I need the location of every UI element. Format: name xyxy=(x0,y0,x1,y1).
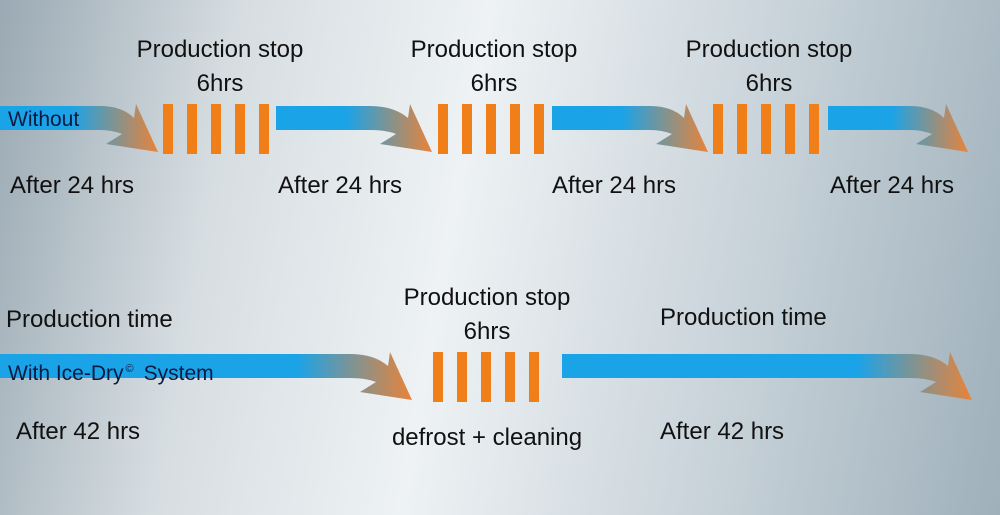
flow-arrow-with-1 xyxy=(0,352,412,400)
stop-duration-1: 6hrs xyxy=(196,70,244,97)
stop-duration-with: 6hrs xyxy=(463,318,511,345)
flow-arrow-without-3 xyxy=(552,104,708,152)
stop-title-3: Production stop xyxy=(685,36,853,63)
interval-label-4: After 24 hrs xyxy=(830,172,955,199)
stop-title-with: Production stop xyxy=(403,284,571,311)
row-title-with: With Ice-Dry© System xyxy=(8,357,214,386)
copyright-mark: © xyxy=(125,363,134,375)
interval-label-with-2: After 42 hrs xyxy=(660,418,785,445)
flow-arrow-without-2 xyxy=(276,104,432,152)
interval-label-2: After 24 hrs xyxy=(278,172,403,199)
production-time-label-1: Production time xyxy=(6,306,173,333)
stop-title-1: Production stop xyxy=(136,36,304,63)
stop-note-with: defrost + cleaning xyxy=(391,424,583,451)
stop-duration-2: 6hrs xyxy=(470,70,518,97)
flow-arrow-without-4 xyxy=(828,104,968,152)
flow-arrow-without-1 xyxy=(0,104,158,152)
flow-arrow-with-2 xyxy=(562,352,972,400)
production-time-label-2: Production time xyxy=(660,304,827,331)
row-title-without: Without xyxy=(8,108,80,131)
interval-label-with-1: After 42 hrs xyxy=(16,418,141,445)
stop-duration-3: 6hrs xyxy=(745,70,793,97)
interval-label-1: After 24 hrs xyxy=(10,172,135,199)
interval-label-3: After 24 hrs xyxy=(552,172,677,199)
row-title-with-suffix: System xyxy=(143,362,214,385)
row-title-with-text: With Ice-Dry xyxy=(8,362,124,385)
stop-title-2: Production stop xyxy=(410,36,578,63)
